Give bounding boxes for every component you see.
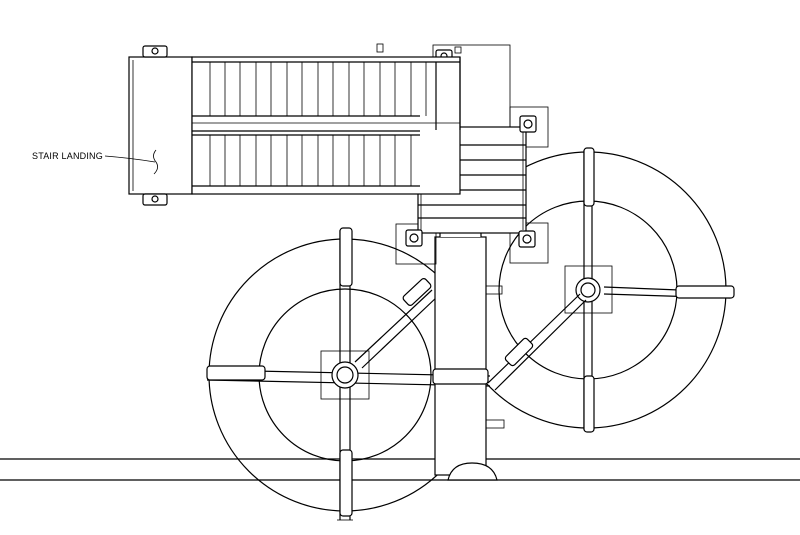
- stair-run: [128, 45, 461, 206]
- stair-treads-upper: [209, 62, 427, 116]
- stair-treads-lower: [209, 135, 412, 186]
- slide-tube: [432, 225, 505, 481]
- right-spiral-slide: [449, 147, 735, 433]
- callout-break-mark: [153, 149, 158, 175]
- callout-leader: [104, 155, 156, 163]
- ground-lines: [0, 458, 800, 481]
- stair-landing-callout: STAIR LANDING: [32, 149, 158, 175]
- diagonal-braces: [354, 278, 587, 391]
- stair-landing-label: STAIR LANDING: [32, 151, 103, 161]
